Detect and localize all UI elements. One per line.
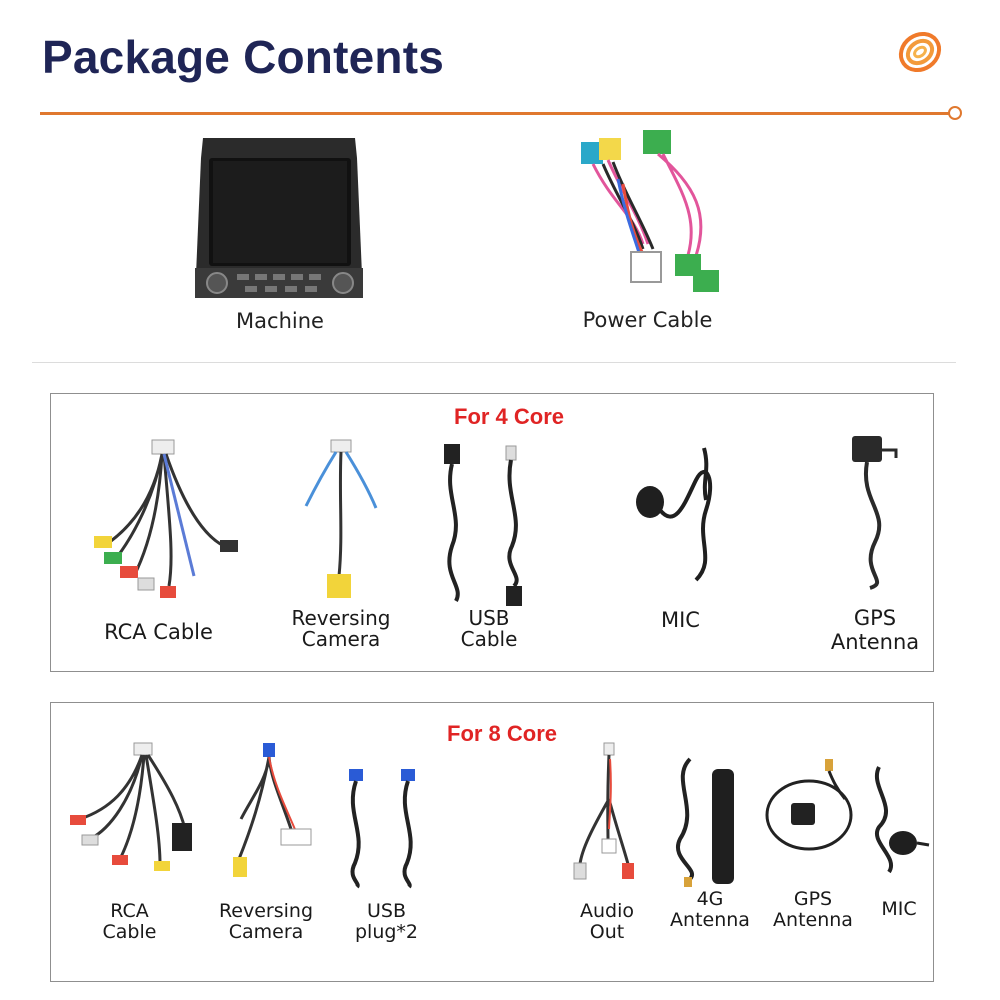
label-line: GPS [793, 888, 833, 910]
label-line: plug*2 [354, 921, 419, 943]
4g-antenna-item: 4G Antenna [655, 749, 765, 931]
orange-ring-logo-icon [898, 31, 942, 73]
label-line: Reversing [291, 606, 391, 630]
gps-antenna-8-item: GPS Antenna [763, 755, 863, 931]
reversing-camera-item: Reversing Camera [276, 436, 406, 650]
label-line: Camera [228, 921, 304, 943]
reversing-camera-8-label: Reversing Camera [206, 901, 326, 943]
label-line: Cable [460, 627, 518, 651]
label-line: Camera [301, 627, 381, 651]
rca-cable-label: RCA Cable [104, 620, 213, 644]
header-rule-dot [948, 106, 962, 120]
usb-cable-label: USB Cable [429, 608, 549, 650]
power-cable-item: Power Cable [540, 124, 755, 331]
label-line: GPS [853, 606, 897, 630]
machine-label: Machine [236, 309, 324, 333]
camera-cable-icon [233, 743, 312, 877]
reversing-camera-8-item: Reversing Camera [206, 739, 326, 943]
label-line: 4G [696, 888, 724, 910]
car-stereo-unit-icon [195, 138, 363, 298]
camera-cable-icon [304, 439, 378, 598]
gps-antenna-label: GPS Antenna [815, 606, 935, 654]
usb-plug-label: USB plug*2 [334, 901, 439, 943]
power-harness-icon [580, 130, 719, 292]
mic-item: MIC [623, 440, 738, 631]
rca-harness-icon [69, 742, 192, 871]
label-line: Antenna [830, 630, 920, 654]
label-line: Antenna [773, 909, 853, 931]
audio-out-label: Audio Out [561, 901, 653, 943]
microphone-icon [635, 447, 712, 582]
label-line: Out [589, 921, 625, 943]
section-4-core: For 4 Core RCA Cable Reversing Camera [50, 393, 934, 672]
gps-antenna-icon [765, 759, 853, 851]
rca-harness-icon [93, 439, 238, 598]
power-cable-label: Power Cable [582, 308, 713, 332]
usb-cable-icon [444, 444, 522, 606]
label-line: Reversing [218, 900, 314, 922]
label-line: Audio [579, 900, 634, 922]
machine-item: Machine [170, 128, 390, 332]
label-line: USB [468, 606, 510, 630]
usb-plug-icon [348, 769, 415, 889]
rca-cable-8-item: RCA Cable [57, 739, 202, 943]
gps-antenna-item: GPS Antenna [815, 432, 935, 654]
section-4-core-title: For 4 Core [454, 404, 565, 429]
section-8-core: For 8 Core RCA Cable Reversing Camera [50, 702, 934, 982]
audio-out-cable-icon [573, 742, 634, 880]
gps-antenna-8-label: GPS Antenna [763, 889, 863, 931]
label-line: Cable [102, 921, 157, 943]
usb-cable-item: USB Cable [429, 436, 549, 650]
usb-plug-item: USB plug*2 [334, 763, 439, 943]
label-line: RCA [110, 900, 149, 922]
reversing-camera-label: Reversing Camera [276, 608, 406, 650]
audio-out-item: Audio Out [561, 739, 653, 943]
rca-cable-item: RCA Cable [71, 436, 246, 643]
mic-8-label: MIC [881, 898, 917, 920]
rca-cable-8-label: RCA Cable [57, 901, 202, 943]
label-line: Antenna [670, 909, 750, 931]
section-8-core-title: For 8 Core [447, 721, 558, 746]
page-title: Package Contents [42, 31, 444, 83]
4g-antenna-icon [676, 757, 734, 887]
section-divider [32, 362, 956, 363]
header-rule [40, 112, 952, 115]
mic-8-item: MIC [859, 757, 939, 920]
4g-antenna-label: 4G Antenna [655, 889, 765, 931]
gps-antenna-icon [852, 436, 898, 590]
microphone-icon [875, 766, 930, 874]
mic-label: MIC [661, 608, 700, 632]
label-line: USB [366, 900, 406, 922]
